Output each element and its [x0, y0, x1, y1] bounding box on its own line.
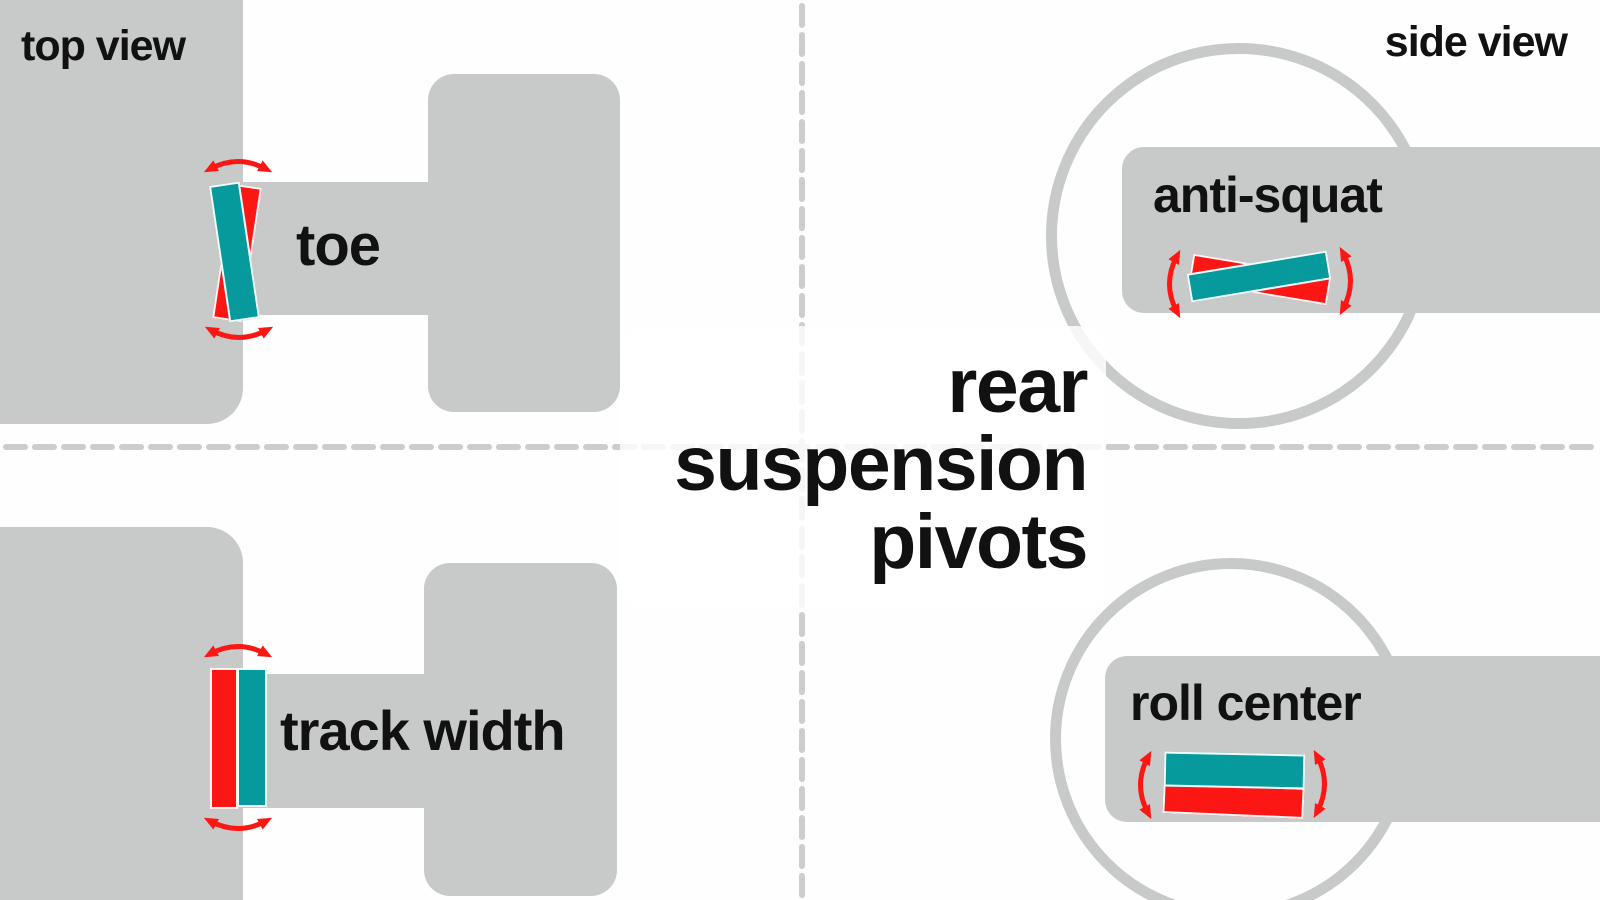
- roll-center-right-pivot-arrow-icon: [1313, 749, 1327, 819]
- page-title-line-3: pivots: [869, 499, 1088, 585]
- anti-squat-label: anti-squat: [1153, 167, 1383, 223]
- toe-top-pivot-arrow-icon: [203, 159, 273, 173]
- roll-center-left-pivot-arrow-icon: [1138, 750, 1152, 820]
- track-width-label: track width: [280, 699, 566, 762]
- anti-squat-right-pivot-arrow-icon: [1339, 246, 1353, 316]
- title-backdrop-panel: [620, 326, 1106, 610]
- toe-bottom-pivot-arrow-icon: [204, 326, 274, 340]
- top-view-chassis-left-block: [0, 0, 243, 424]
- side-view-caption: side view: [1384, 18, 1568, 66]
- anti-squat-left-pivot-arrow-icon: [1167, 249, 1181, 319]
- track-width-top-pivot-arrow-icon: [203, 644, 273, 658]
- page-title: rear suspension pivots: [674, 343, 1088, 585]
- track-width-suspension-arm: [243, 674, 429, 808]
- toe-suspension-arm: [243, 182, 433, 315]
- toe-label: toe: [296, 213, 381, 278]
- roll-center-wheel-bar: [1163, 751, 1306, 790]
- track-width-chassis-left-block: [0, 527, 243, 900]
- track-width-wheel-offset-bar: [210, 668, 238, 809]
- track-width-wheel-bar: [237, 668, 267, 807]
- track-width-bottom-pivot-arrow-icon: [203, 817, 273, 831]
- top-view-chassis-center-block: [428, 74, 620, 412]
- page-title-line-2: suspension: [674, 421, 1088, 507]
- roll-center-label: roll center: [1130, 675, 1362, 731]
- top-view-caption: top view: [21, 22, 186, 70]
- page-title-line-1: rear: [947, 343, 1088, 429]
- track-width-chassis-center-block: [424, 563, 617, 896]
